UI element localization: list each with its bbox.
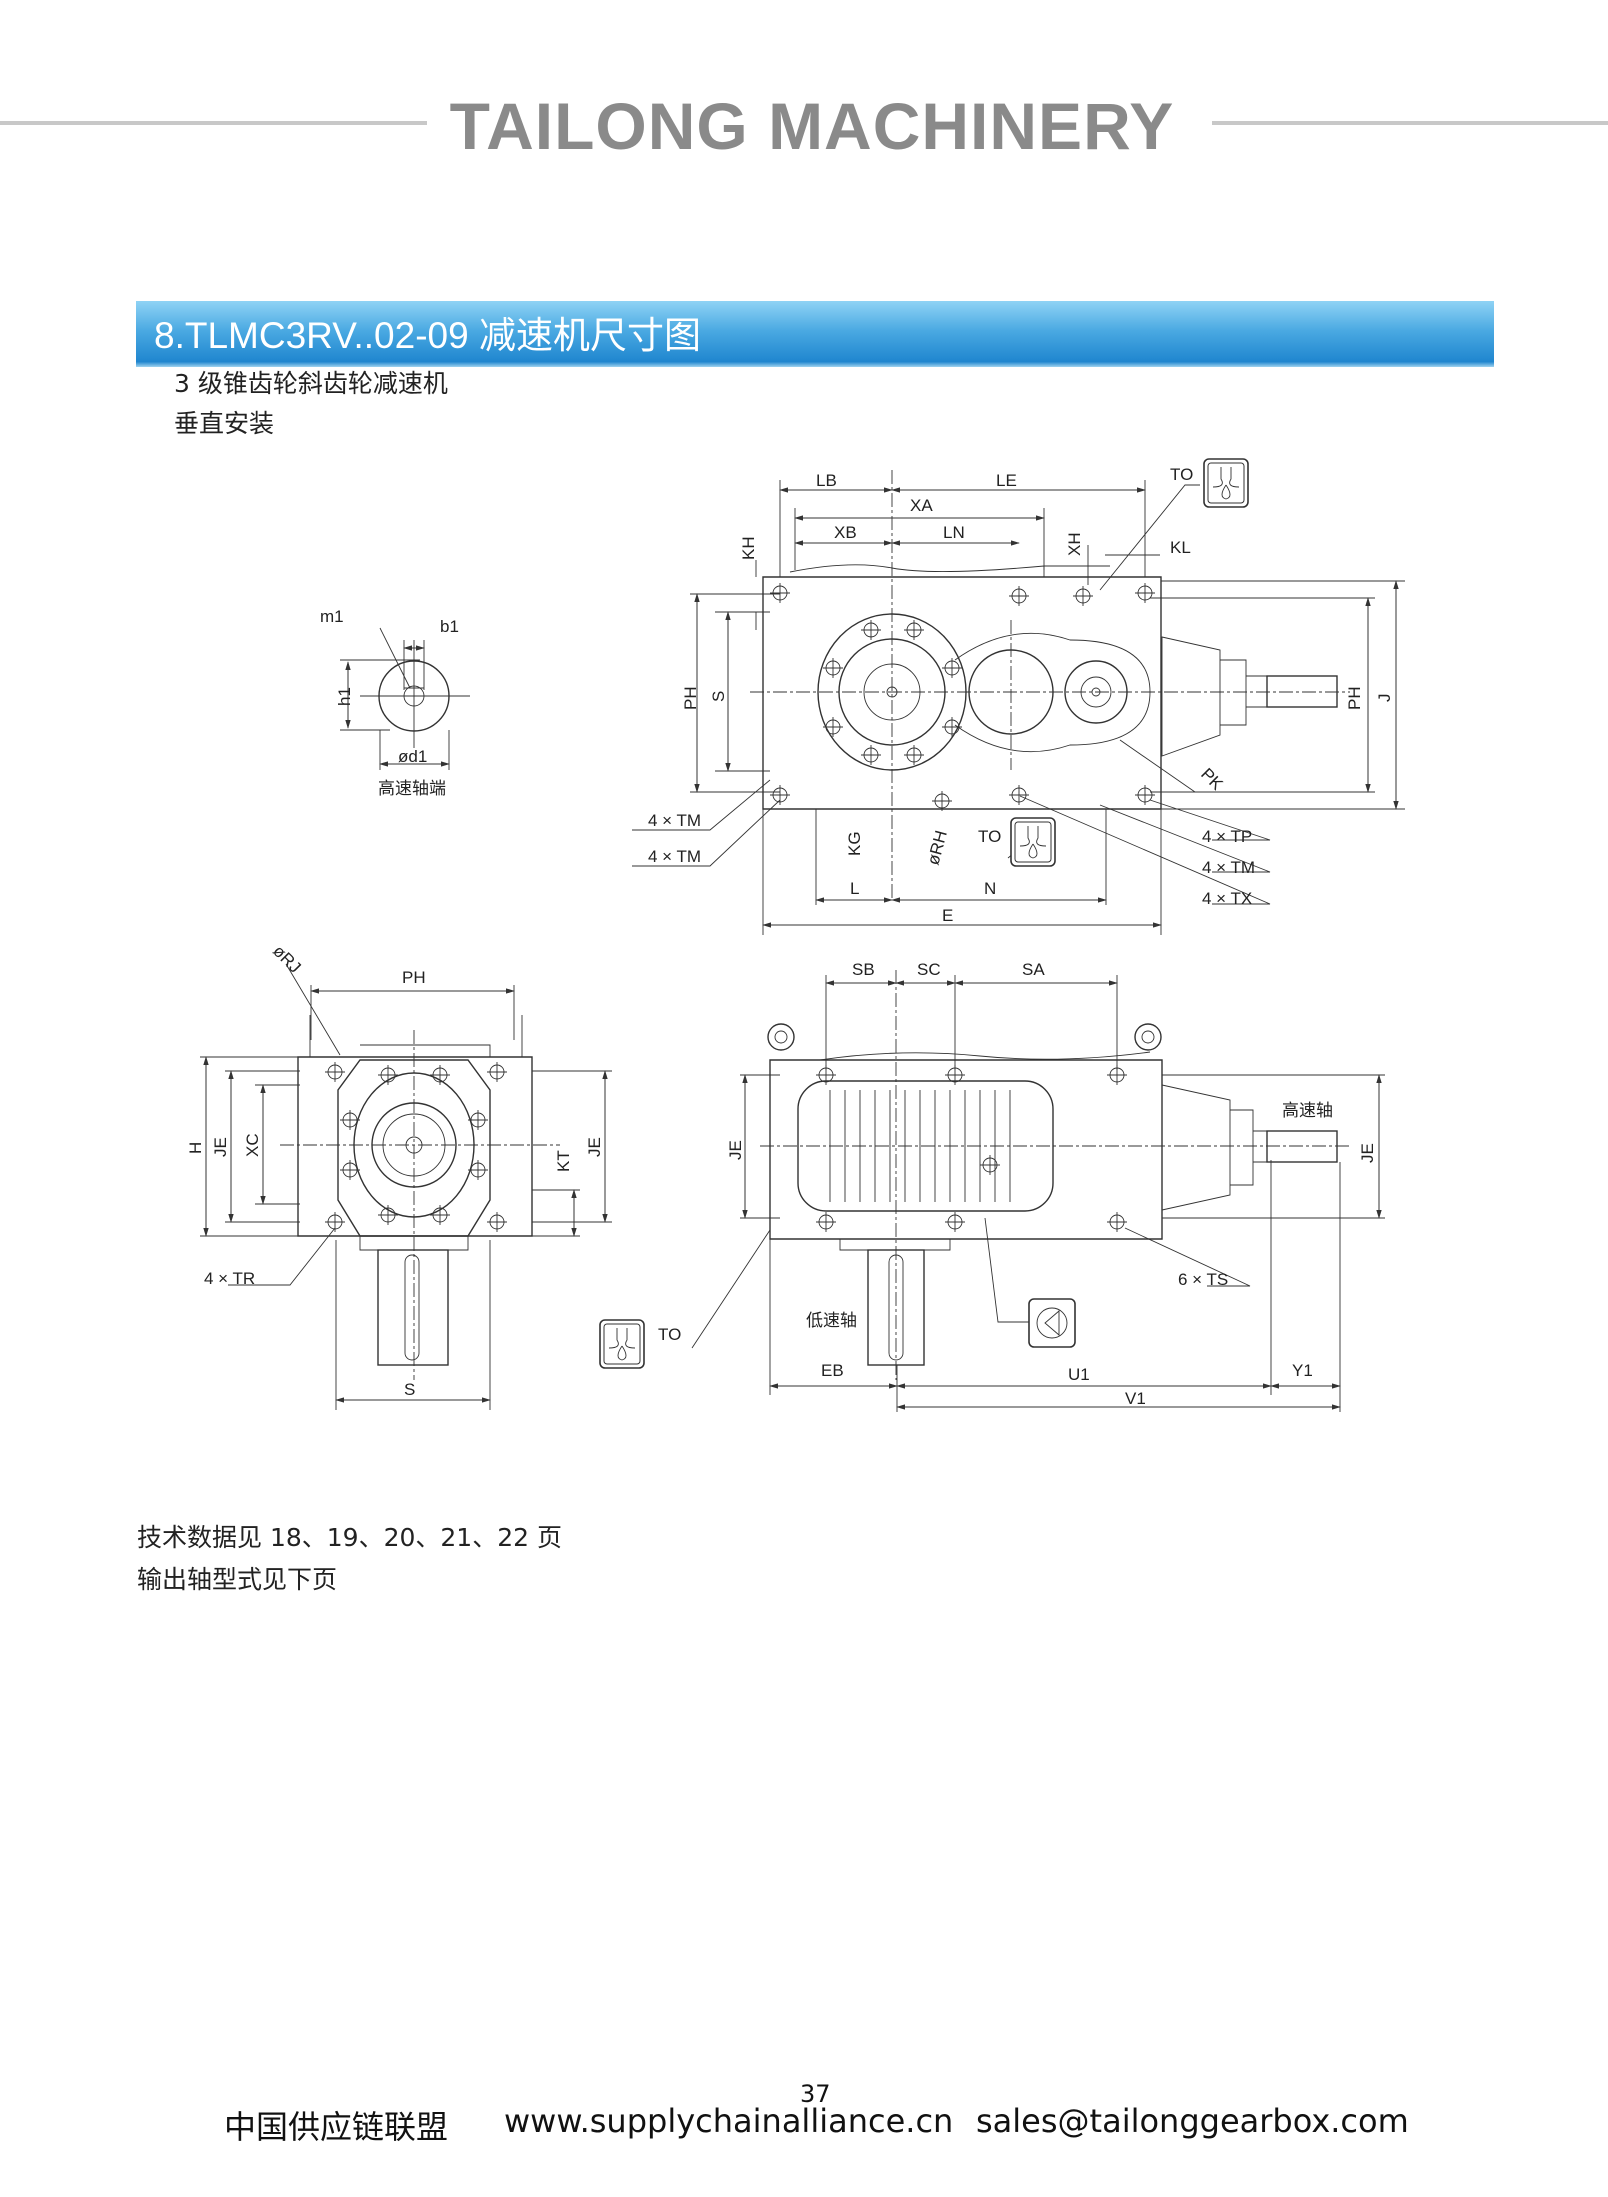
page-number: 37 [800, 2080, 831, 2108]
footer-website[interactable]: www.supplychainalliance.cn [504, 2102, 954, 2140]
dim-KH: KH [739, 536, 758, 560]
dim-E: E [942, 906, 953, 925]
subtitle-type: 3 级锥齿轮斜齿轮减速机 [174, 369, 448, 398]
brand-title: TAILONG MACHINERY [449, 89, 1175, 163]
dim-KL: KL [1170, 538, 1191, 557]
high-speed-shaft-label: 高速轴 [1282, 1101, 1333, 1121]
h1-label: h1 [335, 687, 354, 706]
dim-XC: XC [243, 1133, 262, 1157]
subtitle-mounting: 垂直安装 [174, 409, 275, 438]
dim-V1: V1 [1125, 1389, 1146, 1408]
oil-level-icon [1028, 1298, 1076, 1348]
dim-Y1: Y1 [1292, 1361, 1313, 1380]
dim-JE-left: JE [726, 1140, 745, 1160]
oil-plug-label: TO [658, 1325, 681, 1344]
low-speed-shaft-label: 低速轴 [806, 1311, 857, 1331]
top-view-drawing: LB LE XA XB LN KH XH KL TO PH S PH J PK … [632, 458, 1405, 935]
dim-LE: LE [996, 471, 1017, 490]
m1-label: m1 [320, 607, 344, 626]
dim-SB: SB [852, 960, 875, 979]
footer-email[interactable]: sales@tailonggearbox.com [976, 2102, 1409, 2140]
side-view-drawing: SB SC SA JE JE 高速轴 低速轴 TO 6 × TS EB U1 Y… [599, 960, 1385, 1412]
dim-S: S [709, 691, 728, 702]
dim-JE-right: JE [585, 1137, 604, 1157]
footer-org: 中国供应链联盟 [224, 2108, 449, 2146]
dim-SC: SC [917, 960, 941, 979]
dim-XA: XA [910, 496, 933, 515]
dim-PK: PK [1197, 764, 1227, 794]
dim-EB: EB [821, 1361, 844, 1380]
dim-KT: KT [554, 1150, 573, 1172]
oil-plug-label-top: TO [1170, 465, 1193, 484]
label-4xTM-1: 4 × TM [648, 811, 701, 830]
dim-XH: XH [1065, 532, 1084, 556]
dim-XB: XB [834, 523, 857, 542]
label-4xTM-3: 4 × TM [1202, 858, 1255, 877]
oil-plug-icon [599, 1319, 645, 1369]
dim-KG: KG [845, 831, 864, 856]
note-technical-data: 技术数据见 18、19、20、21、22 页 [137, 1523, 562, 1552]
dim-H: H [186, 1142, 205, 1154]
oil-plug-icon [1203, 458, 1249, 508]
dim-L: L [850, 879, 859, 898]
note-output-shaft: 输出轴型式见下页 [137, 1565, 338, 1594]
b1-label: b1 [440, 617, 459, 636]
dim-J: J [1375, 694, 1394, 703]
section-title: 8.TLMC3RV..02-09 减速机尺寸图 [154, 315, 701, 356]
oil-plug-icon [1010, 817, 1056, 867]
dim-LN: LN [943, 523, 965, 542]
header-rule-left [0, 121, 427, 125]
dim-PH: PH [402, 968, 426, 987]
dim-U1: U1 [1068, 1365, 1090, 1384]
dim-JE-right: JE [1358, 1143, 1377, 1163]
label-6xTS: 6 × TS [1178, 1270, 1228, 1289]
dim-N: N [984, 879, 996, 898]
label-4xTX: 4 × TX [1202, 889, 1252, 908]
label-4xTP: 4 × TP [1202, 827, 1252, 846]
header-rule-right [1212, 121, 1608, 125]
label-4xTR: 4 × TR [204, 1269, 255, 1288]
shaft-end-detail: m1 b1 h1 ød1 高速轴端 [320, 607, 470, 799]
end-view-drawing: øRJ PH H JE XC KT JE 4 × TR S [186, 941, 612, 1410]
dim-SA: SA [1022, 960, 1045, 979]
dim-S: S [404, 1380, 415, 1399]
dim-PH-left: PH [681, 686, 700, 710]
shaft-end-caption: 高速轴端 [378, 779, 446, 799]
dim-LB: LB [816, 471, 837, 490]
oil-plug-label-bottom: TO [978, 827, 1001, 846]
dim-RJ: øRJ [269, 941, 304, 976]
section-banner: 8.TLMC3RV..02-09 减速机尺寸图 [136, 301, 1494, 367]
dim-RH: øRH [924, 828, 951, 867]
dim-JE-left: JE [211, 1137, 230, 1157]
d1-label: ød1 [398, 747, 427, 766]
label-4xTM-2: 4 × TM [648, 847, 701, 866]
dim-PH-right: PH [1345, 686, 1364, 710]
